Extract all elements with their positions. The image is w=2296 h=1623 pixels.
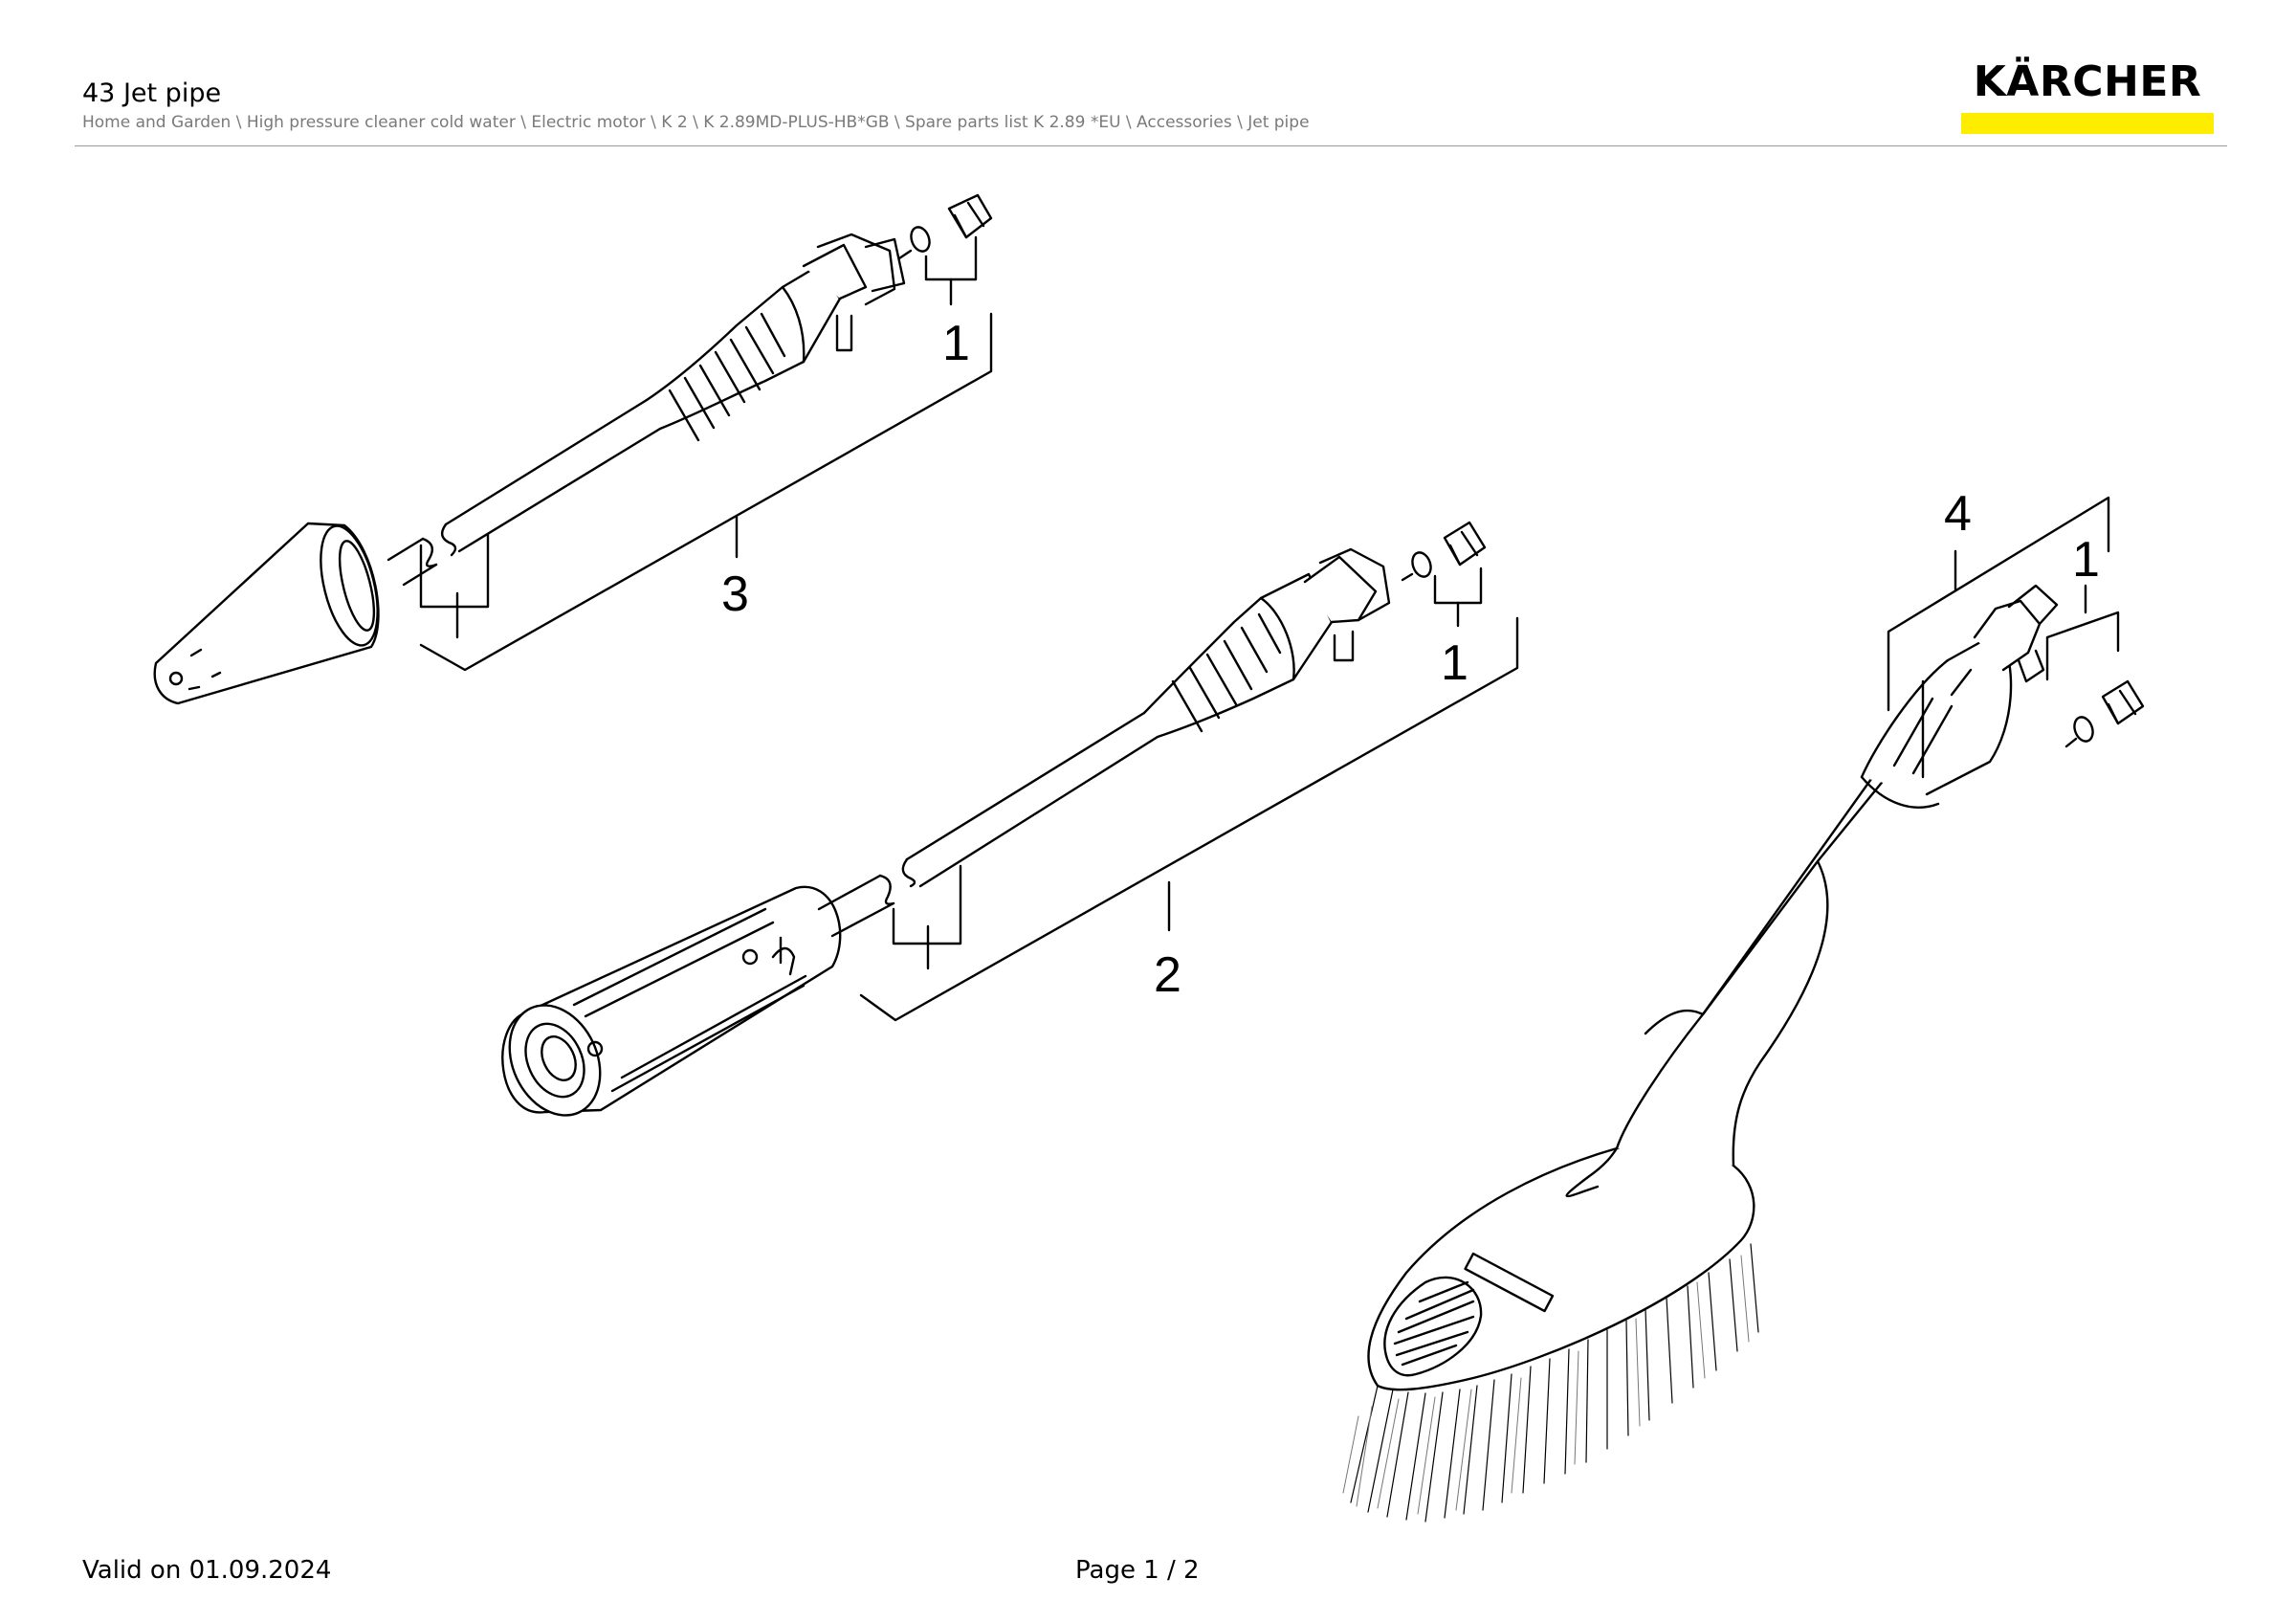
page-number: Page 1 / 2: [1075, 1556, 1200, 1585]
logo-yellow-bar: [1961, 113, 2214, 134]
breadcrumb: Home and Garden \ High pressure cleaner …: [82, 113, 1310, 132]
part-3-dirt-blaster: [153, 193, 993, 705]
validity-date: Valid on 01.09.2024: [82, 1556, 332, 1585]
page-title: 43 Jet pipe: [82, 78, 222, 108]
callout-3: 3: [721, 567, 749, 622]
callout-4: 4: [1944, 486, 1972, 542]
callout-1-part2: 1: [1441, 635, 1468, 691]
logo-wordmark: KÄRCHER: [1973, 57, 2202, 106]
karcher-logo: KÄRCHER: [1961, 61, 2214, 134]
header-divider: [75, 145, 2227, 146]
part-4-wash-brush: [1342, 496, 2145, 1523]
callout-2: 2: [1154, 947, 1181, 1003]
callout-1-part4: 1: [2072, 532, 2100, 588]
callout-1-part3: 1: [942, 316, 970, 371]
part-2-vario-power: [501, 521, 1519, 1117]
